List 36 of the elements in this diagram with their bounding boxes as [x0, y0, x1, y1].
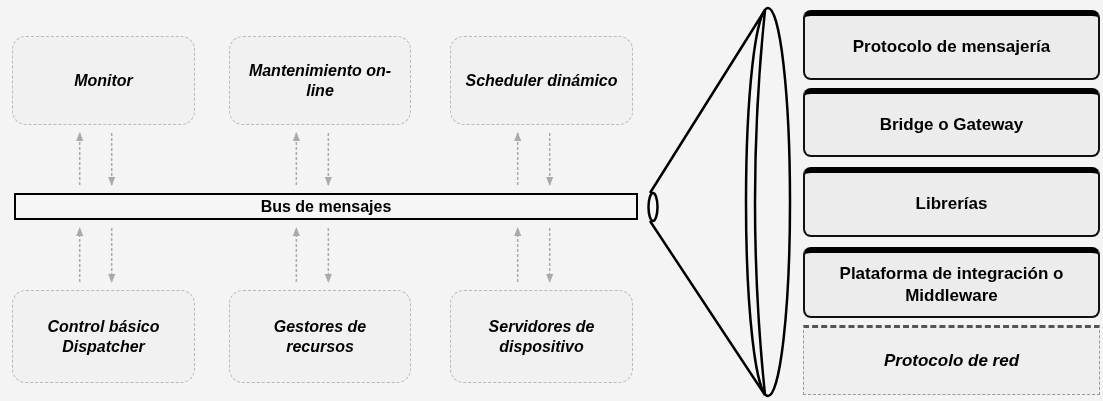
node-label: Bus de mensajes [259, 196, 393, 217]
node-label: Plataforma de integración o Middleware [838, 263, 1065, 306]
process-box [12, 290, 195, 383]
arrow [546, 227, 554, 283]
arrow [514, 132, 522, 186]
arrow [108, 132, 116, 186]
arrow [76, 132, 84, 186]
arrow [292, 132, 300, 186]
node-label: Librerías [914, 193, 989, 215]
node-label: Protocolo de red [882, 350, 1021, 372]
arrow [292, 227, 300, 283]
node-label: Control básico Dispatcher [46, 316, 161, 357]
arrow [546, 132, 554, 186]
process-box [229, 290, 411, 383]
node-label: Scheduler dinámico [464, 70, 619, 91]
layer-box [803, 167, 1100, 237]
layer-box [803, 88, 1100, 157]
process-box [12, 36, 195, 125]
process-box [450, 290, 633, 383]
process-box [229, 36, 411, 125]
node-label: Bridge o Gateway [878, 113, 1025, 136]
arrow [324, 227, 332, 283]
layer-box [803, 325, 1100, 395]
arrow [514, 227, 522, 283]
node-label: Protocolo de mensajería [851, 36, 1052, 58]
arrow [76, 227, 84, 283]
arrow [324, 132, 332, 186]
message-bus-bar [14, 193, 638, 220]
process-box [450, 36, 633, 125]
node-label: Monitor [73, 70, 135, 91]
node-label: Servidores de dispositivo [487, 316, 596, 357]
node-label: Gestores de recursos [272, 316, 368, 357]
arrow [108, 227, 116, 283]
layer-box [803, 247, 1100, 318]
node-label: Mantenimiento on-line [247, 60, 393, 101]
layer-box [803, 10, 1100, 80]
